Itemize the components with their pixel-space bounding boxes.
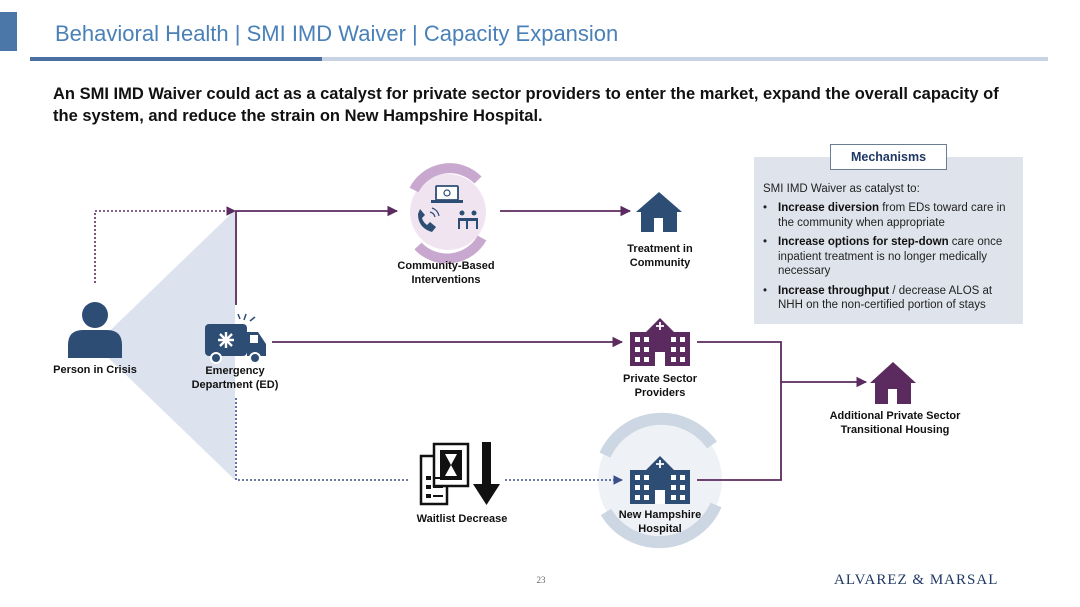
waitlist-icon <box>419 442 470 506</box>
phone-icon <box>418 207 440 232</box>
mechanism-item-text: / decrease ALOS at NHH on the non-certif… <box>778 284 993 312</box>
house-icon-housing <box>870 362 916 404</box>
page-title: Behavioral Health | SMI IMD Waiver | Cap… <box>55 21 619 46</box>
community-label: Community-Based Interventions <box>397 260 495 286</box>
private-label: Private Sector Providers <box>623 373 697 399</box>
mechanism-item-text: care once inpatient treatment is no long… <box>778 236 1003 277</box>
ed-label: Emergency Department (ED) <box>191 365 279 391</box>
ambulance-icon <box>205 313 266 364</box>
mechanism-item-bold: Increase diversion <box>778 202 879 214</box>
flow-ed-to-waitlist <box>235 398 410 481</box>
page-number: 23 <box>536 575 546 585</box>
house-icon-treatment <box>636 192 682 232</box>
down-arrow-icon <box>473 442 500 505</box>
flow-nhh-to-housing <box>697 382 782 481</box>
mechanisms-list: Increase diversion from EDs toward care … <box>762 201 1018 318</box>
title-divider-accent <box>30 57 322 61</box>
flow-person-to-community <box>94 206 236 283</box>
mechanisms-intro: SMI IMD Waiver as catalyst to: <box>763 183 920 195</box>
meeting-icon <box>458 210 478 229</box>
mechanism-item: Increase options for step-down care once… <box>762 235 1018 279</box>
nhh-label: New Hampshire Hospital <box>618 509 702 535</box>
background-funnel <box>95 210 235 480</box>
mechanism-item-bold: Increase options for step-down <box>778 236 949 248</box>
person-label: Person in Crisis <box>53 364 137 376</box>
title-divider <box>30 57 1048 61</box>
mechanism-item: Increase diversion from EDs toward care … <box>762 201 1018 230</box>
hospital-icon-private <box>630 318 690 366</box>
mechanism-item-bold: Increase throughput <box>778 284 890 297</box>
headline: An SMI IMD Waiver could act as a catalys… <box>53 85 999 125</box>
flow-private-to-housing <box>697 341 868 388</box>
mechanism-item-text: from EDs toward care in the community wh… <box>778 202 1006 229</box>
housing-label: Additional Private Sector Transitional H… <box>829 410 961 436</box>
laptop-icon <box>431 185 463 203</box>
waitlist-label: Waitlist Decrease <box>416 513 508 525</box>
flow-ed-to-community <box>235 205 399 305</box>
mechanisms-title: Mechanisms <box>830 144 947 170</box>
community-cycle-bg <box>410 174 486 250</box>
treatment-label: Treatment in Community <box>627 243 693 269</box>
hospital-icon-nhh <box>630 456 690 504</box>
accent-bar <box>0 12 17 51</box>
person-icon <box>68 302 122 358</box>
mechanism-item: Increase throughput / decrease ALOS at N… <box>762 284 1018 313</box>
company-logo: ALVAREZ & MARSAL <box>834 572 999 588</box>
